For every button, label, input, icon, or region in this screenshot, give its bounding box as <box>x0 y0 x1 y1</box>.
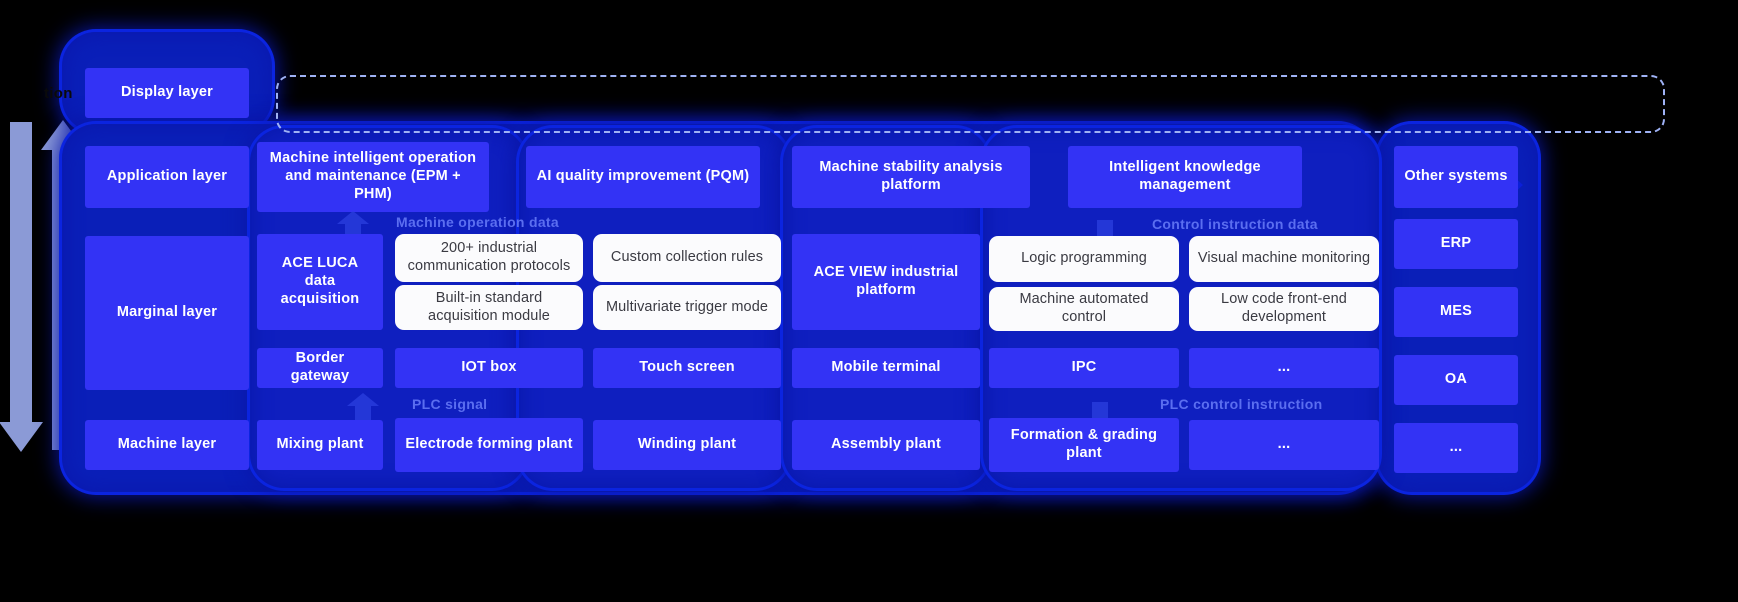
marginal-cell-collection-rules[interactable]: Custom collection rules <box>593 234 781 282</box>
flow-label-plc-control-instruction: PLC control instruction <box>1160 396 1323 412</box>
marginal-cell-visual-monitoring[interactable]: Visual machine monitoring <box>1189 236 1379 282</box>
flow-label-machine-operation-data: Machine operation data <box>396 214 559 230</box>
device-cell-ipc[interactable]: IPC <box>989 348 1179 388</box>
external-system-mes[interactable]: MES <box>1394 287 1518 337</box>
platform-cell-ace-luca[interactable]: ACE LUCA data acquisition <box>257 234 383 330</box>
machine-cell-electrode-forming[interactable]: Electrode forming plant <box>395 418 583 472</box>
app-cell-stability[interactable]: Machine stability analysis platform <box>792 146 1030 208</box>
marginal-cell-trigger-mode[interactable]: Multivariate trigger mode <box>593 285 781 330</box>
device-cell-iot-box[interactable]: IOT box <box>395 348 583 388</box>
downward-flow-arrow <box>0 122 43 452</box>
external-system-oa[interactable]: OA <box>1394 355 1518 405</box>
cut-off-side-label: tion <box>44 85 73 102</box>
flow-label-plc-signal: PLC signal <box>412 396 488 412</box>
machine-cell-winding-plant[interactable]: Winding plant <box>593 420 781 470</box>
external-system-more[interactable]: ... <box>1394 423 1518 473</box>
device-cell-mobile-terminal[interactable]: Mobile terminal <box>792 348 980 388</box>
marginal-cell-logic-programming[interactable]: Logic programming <box>989 236 1179 282</box>
marginal-cell-protocols[interactable]: 200+ industrial communication protocols <box>395 234 583 282</box>
layer-label-display[interactable]: Display layer <box>85 68 249 118</box>
marginal-cell-automated-control[interactable]: Machine automated control <box>989 287 1179 331</box>
marginal-cell-standard-module[interactable]: Built-in standard acquisition module <box>395 285 583 330</box>
flow-label-control-instruction-data: Control instruction data <box>1152 216 1318 232</box>
app-cell-pqm[interactable]: AI quality improvement (PQM) <box>526 146 760 208</box>
external-system-other[interactable]: Other systems <box>1394 146 1518 208</box>
machine-cell-formation-grading[interactable]: Formation & grading plant <box>989 418 1179 472</box>
app-cell-knowledge[interactable]: Intelligent knowledge management <box>1068 146 1302 208</box>
layer-label-machine[interactable]: Machine layer <box>85 420 249 470</box>
device-cell-touch-screen[interactable]: Touch screen <box>593 348 781 388</box>
machine-cell-mixing-plant[interactable]: Mixing plant <box>257 420 383 470</box>
layer-label-marginal[interactable]: Marginal layer <box>85 236 249 390</box>
layer-label-application[interactable]: Application layer <box>85 146 249 208</box>
plc-signal-arrow <box>347 393 379 424</box>
machine-cell-more[interactable]: ... <box>1189 420 1379 470</box>
marginal-cell-low-code[interactable]: Low code front-end development <box>1189 287 1379 331</box>
machine-cell-assembly-plant[interactable]: Assembly plant <box>792 420 980 470</box>
platform-cell-ace-view[interactable]: ACE VIEW industrial platform <box>792 234 980 330</box>
app-cell-epm-phm[interactable]: Machine intelligent operation and mainte… <box>257 142 489 212</box>
device-cell-border-gateway[interactable]: Border gateway <box>257 348 383 388</box>
device-cell-more[interactable]: ... <box>1189 348 1379 388</box>
external-system-erp[interactable]: ERP <box>1394 219 1518 269</box>
display-layer-dashed-region <box>276 75 1665 133</box>
